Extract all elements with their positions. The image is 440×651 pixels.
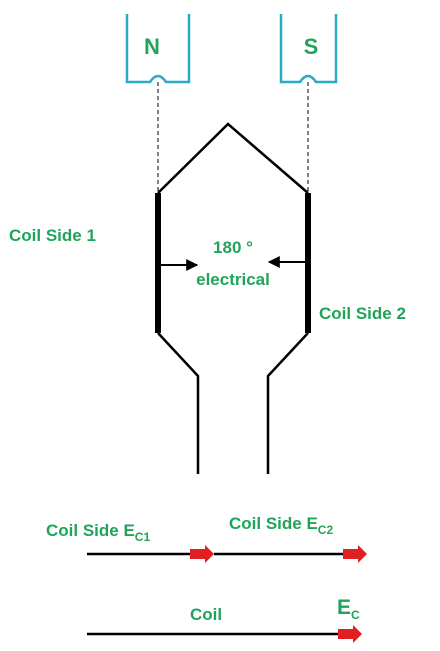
ec1-label-subscript: C1 xyxy=(135,530,151,544)
coil-side-1-label: Coil Side 1 xyxy=(9,226,96,245)
coil-right-lead xyxy=(266,332,309,474)
ec-arrowhead xyxy=(338,625,362,643)
coil-left-lead xyxy=(157,332,200,474)
coil-outline xyxy=(155,122,311,474)
north-pole-outline xyxy=(125,14,191,84)
coil-overhang xyxy=(157,122,309,194)
north-pole-label: N xyxy=(144,34,160,59)
ec2-label: Coil Side EC2 xyxy=(229,514,333,537)
angle-value-label: 180 ° xyxy=(213,238,253,257)
south-pole: S xyxy=(279,14,338,84)
ec1-arrowhead xyxy=(190,545,214,563)
coil-side-2-label: Coil Side 2 xyxy=(319,304,406,323)
north-pole: N xyxy=(125,14,191,84)
ec1-label-text: Coil Side E xyxy=(46,521,135,540)
ec-label: EC xyxy=(337,596,360,622)
coil-vector-label: Coil xyxy=(190,605,222,624)
ec2-label-subscript: C2 xyxy=(318,523,334,537)
ec-label-subscript: C xyxy=(351,608,360,622)
ec1-label: Coil Side EC1 xyxy=(46,521,150,544)
south-pole-outline xyxy=(279,14,338,84)
ec2-label-text: Coil Side E xyxy=(229,514,318,533)
ec-label-text: E xyxy=(337,596,351,619)
angle-unit-label: electrical xyxy=(196,270,270,289)
south-pole-label: S xyxy=(304,34,319,59)
ec2-arrowhead xyxy=(343,545,367,563)
